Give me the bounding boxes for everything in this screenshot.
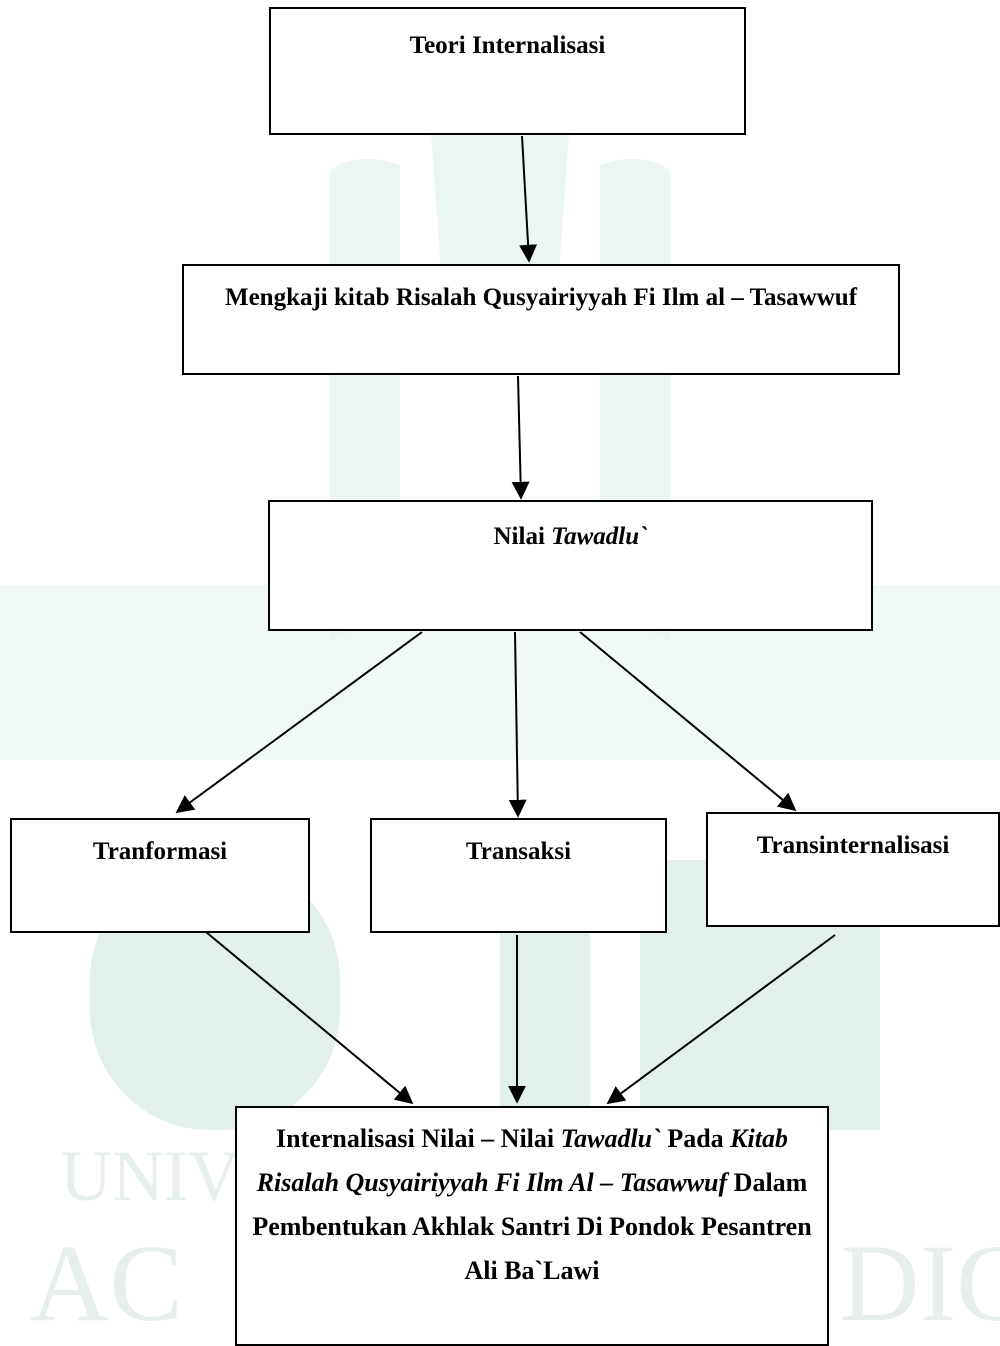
- result-text-5: Dalam Pembentukan Akhlak Santri Di Pondo…: [252, 1168, 812, 1285]
- box-nilai-tawadlu: Nilai Tawadlu`: [268, 500, 873, 631]
- box-transinternalisasi-label: Transinternalisasi: [756, 832, 950, 859]
- box-mengkaji-kitab: Mengkaji kitab Risalah Qusyairiyyah Fi I…: [182, 264, 900, 375]
- arrow-study-to-value: [511, 375, 530, 500]
- result-text-1: Internalisasi Nilai – Nilai: [276, 1124, 561, 1153]
- result-text-2: Tawadlu`: [560, 1124, 661, 1153]
- box-mengkaji-label: Mengkaji kitab Risalah Qusyairiyyah Fi I…: [224, 284, 858, 311]
- box-teori-internalisasi: Teori Internalisasi: [269, 7, 746, 135]
- box-nilai-prefix: Nilai: [493, 523, 552, 550]
- arrow-transformation-to-result: [205, 931, 414, 1105]
- result-text-3: Pada: [660, 1124, 731, 1153]
- watermark-text-3: DIG: [840, 1222, 1000, 1332]
- arrow-transinternalization-to-result: [606, 934, 836, 1105]
- arrow-value-to-transaction: [508, 631, 527, 818]
- box-transinternalisasi: Transinternalisasi: [706, 812, 1000, 927]
- box-transaksi: Transaksi: [370, 818, 667, 933]
- box-nilai-term: Tawadlu`: [551, 523, 648, 550]
- watermark-text-2: AC: [30, 1222, 183, 1332]
- box-internalisasi-result: Internalisasi Nilai – Nilai Tawadlu` Pad…: [235, 1106, 829, 1346]
- arrow-theory-to-study: [519, 135, 538, 263]
- box-tranformasi: Tranformasi: [10, 818, 310, 933]
- arrow-value-to-transformation: [175, 631, 423, 814]
- box-tranformasi-label: Tranformasi: [92, 838, 228, 865]
- box-transaksi-label: Transaksi: [465, 838, 572, 865]
- box-teori-label: Teori Internalisasi: [409, 32, 606, 59]
- arrow-value-to-transinternalization: [579, 631, 797, 812]
- result-text-4: Kitab Risalah Qusyairiyyah Fi Ilm Al – T…: [256, 1124, 788, 1197]
